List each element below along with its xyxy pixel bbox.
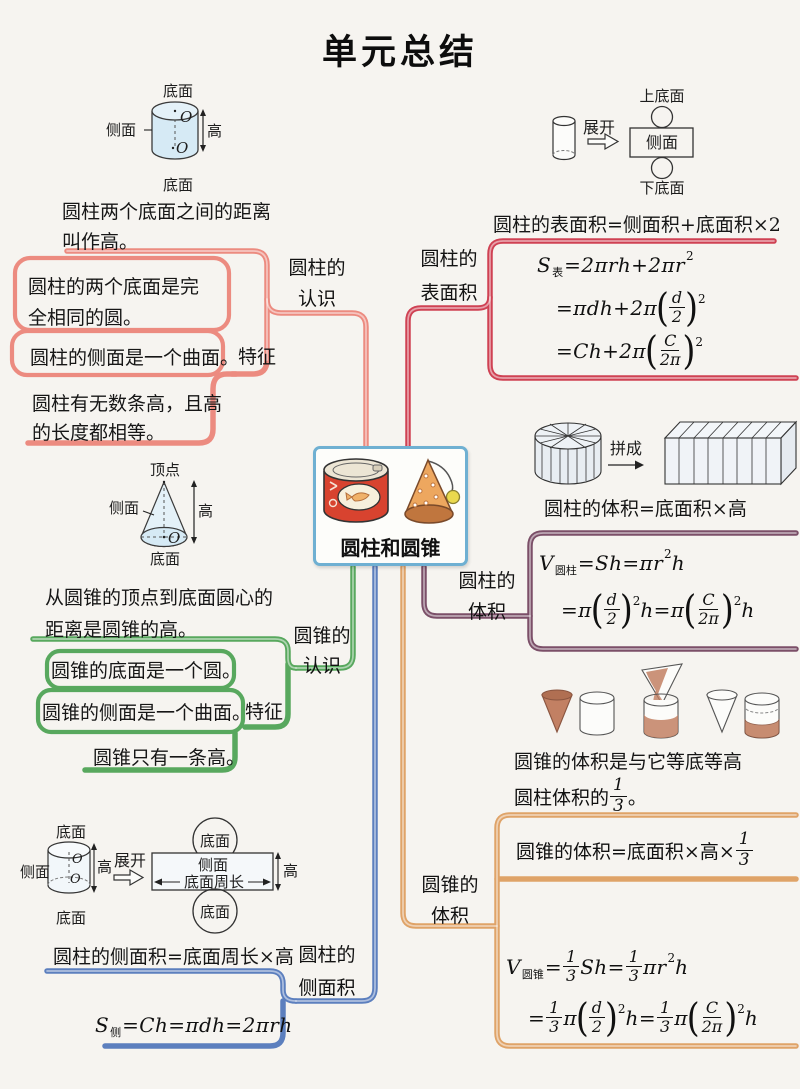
- unfold-label: 展开: [583, 118, 615, 137]
- cylinder-lateral-diagram: 底面 O O 侧面 高 底面 展开 底面 侧面 底面周长 高 底面: [20, 817, 298, 934]
- pieces-label: 拼成: [610, 439, 642, 458]
- cylinder-top-face-label: 底面: [163, 82, 193, 100]
- lateral-rect-side-label: 侧面: [198, 856, 228, 874]
- cylinder-unfold-diagram: 展开 上底面 侧面 下底面: [552, 87, 694, 195]
- cone-base-label: 底面: [150, 550, 180, 568]
- cone-side-label: 侧面: [109, 499, 139, 517]
- lateral-center-bottom: O: [70, 872, 81, 887]
- cone-pour-diagram: [541, 663, 780, 739]
- cone-apex-label: 顶点: [150, 461, 180, 479]
- lateral-height-left-label: 高: [97, 858, 112, 876]
- branch-cylinder-intro-lines: [9, 248, 369, 451]
- unfold-top-base-label: 上底面: [639, 87, 684, 105]
- branch-label-cylinder-volume: 圆柱的 体积: [458, 570, 516, 623]
- lateral-unfold-label: 展开: [114, 851, 146, 870]
- center-icons: [320, 456, 462, 530]
- party-cone-icon: [403, 458, 460, 524]
- lateral-unfold-arrow-icon: [113, 868, 145, 887]
- leaf-cylinder-height-def: 圆柱两个底面之间的距离 叫作高。: [62, 201, 272, 253]
- unfold-bottom-base-label: 下底面: [639, 179, 684, 195]
- rule-cylinder-lateral: 圆柱的侧面积=底面周长×高: [53, 946, 294, 968]
- leaf-cone-third-line1: 圆锥的体积是与它等底等高: [514, 751, 743, 773]
- branch-cone-volume-lines: [400, 564, 799, 1049]
- leaf-cylinder-side: 圆柱的侧面是一个曲面。: [30, 347, 240, 369]
- leaf-cone-base: 圆锥的底面是一个圆。: [51, 660, 242, 682]
- leaf-cone-side: 圆锥的侧面是一个曲面。: [42, 702, 252, 724]
- leaf-cylinder-many-heights: 圆柱有无数条高，且高 的长度都相等。: [32, 393, 223, 444]
- cylinder-height-label: 高: [207, 122, 222, 140]
- cylinder-center-bottom: O: [176, 139, 188, 157]
- cone-height-label: 高: [198, 502, 213, 520]
- center-node-label: 圆柱和圆锥: [340, 538, 441, 560]
- cylinder-center-top: O: [180, 108, 192, 126]
- leaf-cone-height-def: 从圆锥的顶点到底面圆心的 距离是圆锥的高。: [45, 587, 274, 641]
- rule-cylinder-surface: 圆柱的表面积=侧面积+底面积×2: [493, 214, 781, 236]
- cylinder-side-label: 侧面: [106, 121, 136, 139]
- lateral-rect-circumference-label: 底面周长: [184, 873, 244, 891]
- page-title: 单元总结: [321, 33, 478, 72]
- branch-cone-intro-lines: [30, 564, 356, 773]
- branch-cylinder-surface-lines: [405, 238, 799, 450]
- cone-diagram: 顶点 O 侧面 高 底面: [109, 461, 213, 568]
- cylinder-bottom-face-label: 底面: [163, 176, 193, 194]
- branch-label-cylinder-intro: 圆柱的 认识: [288, 257, 346, 310]
- lateral-height-right-label: 高: [283, 862, 298, 880]
- tezheng-label-cylinder: 特征: [238, 346, 277, 368]
- branch-cylinder-lateral-lines: [44, 564, 378, 1049]
- unfold-side-label: 侧面: [646, 133, 678, 152]
- tezheng-label-cone: 特征: [245, 701, 284, 723]
- rule-cylinder-volume: 圆柱的体积=底面积×高: [544, 498, 747, 520]
- lateral-side-label: 侧面: [20, 863, 50, 881]
- branch-label-cylinder-surface: 圆柱的 表面积: [420, 248, 478, 304]
- branch-label-cone-intro: 圆锥的 认识: [293, 625, 351, 677]
- lateral-top-face-label: 底面: [56, 823, 86, 841]
- leaf-cone-one-height: 圆锥只有一条高。: [93, 747, 246, 769]
- branch-label-cylinder-lateral: 圆柱的 侧面积: [298, 944, 356, 999]
- cone-base-center: O: [168, 529, 180, 547]
- branch-label-cone-volume: 圆锥的 体积: [421, 874, 479, 927]
- unfold-arrow-icon: [587, 132, 620, 151]
- branch-cylinder-volume-lines: [421, 530, 799, 652]
- lateral-bottom-face-label: 底面: [56, 909, 86, 927]
- leaf-cylinder-bases: 圆柱的两个底面是完 全相同的圆。: [28, 276, 200, 329]
- tin-can-icon: [322, 458, 389, 523]
- lateral-circle-top-label: 底面: [200, 832, 230, 850]
- center-node: 圆柱和圆锥: [313, 446, 468, 566]
- lateral-center-top: O: [72, 852, 83, 867]
- lateral-circle-bottom-label: 底面: [200, 903, 230, 921]
- cylinder-pieces-diagram: 拼成: [534, 420, 798, 486]
- cylinder-diagram: 底面 O O 高 侧面 底面: [106, 82, 222, 194]
